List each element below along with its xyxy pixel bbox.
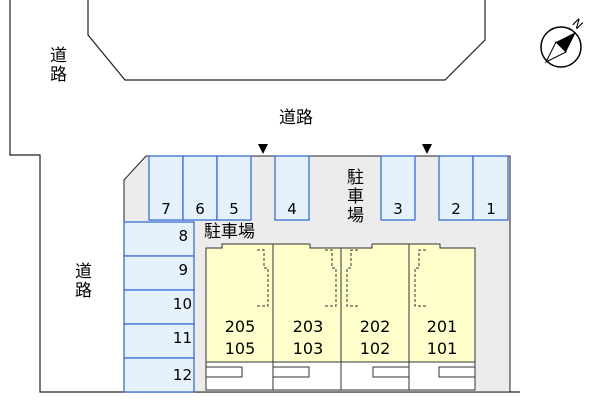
slot-number-12: 12 <box>172 366 192 384</box>
unit-lower-number: 101 <box>426 339 458 358</box>
road-label-left-lower: 道路 <box>71 262 91 300</box>
slot-number-6: 6 <box>195 200 205 218</box>
unit-upper-number: 203 <box>292 317 324 336</box>
entrance-arrow-right <box>422 144 432 154</box>
unit-lower-number: 102 <box>359 339 391 358</box>
road-label-top: 道路 <box>279 108 313 128</box>
unit-lower-number: 103 <box>292 339 324 358</box>
parking-slot-5 <box>216 155 252 221</box>
slot-number-3: 3 <box>393 200 403 218</box>
road-label-left-upper: 道路 <box>46 46 66 84</box>
parking-label-center: 駐車場 <box>343 168 363 225</box>
parking-slot-9 <box>123 255 195 291</box>
parking-slot-10 <box>123 289 195 325</box>
parking-slot-7 <box>148 155 184 221</box>
parking-label-left: 駐車場 <box>204 222 255 242</box>
unit-label-203: 203 103 <box>278 316 338 360</box>
slot-number-10: 10 <box>172 295 192 313</box>
slot-number-5: 5 <box>229 200 239 218</box>
entrance-arrow-left <box>258 144 268 154</box>
slot-number-11: 11 <box>172 329 192 347</box>
unit-202 <box>340 243 410 391</box>
unit-upper-number: 201 <box>426 317 458 336</box>
slot-number-7: 7 <box>161 200 171 218</box>
parking-slot-12 <box>123 357 195 393</box>
parking-slot-4 <box>274 155 310 221</box>
parking-slot-1 <box>472 155 509 221</box>
unit-label-205: 205 105 <box>210 316 270 360</box>
slot-number-1: 1 <box>486 200 496 218</box>
unit-lower-number: 105 <box>224 339 256 358</box>
parking-slot-3 <box>380 155 416 221</box>
parking-slot-2 <box>438 155 474 221</box>
unit-205 <box>205 243 274 391</box>
unit-upper-number: 202 <box>359 317 391 336</box>
unit-label-201: 201 101 <box>412 316 472 360</box>
neighbor-plot-outline <box>87 0 486 81</box>
left-parking-slots <box>123 221 195 393</box>
unit-201 <box>408 243 476 391</box>
compass-north-icon <box>540 26 582 68</box>
parking-slot-8 <box>123 221 195 257</box>
slot-number-8: 8 <box>178 227 188 245</box>
building <box>205 243 476 391</box>
slot-number-4: 4 <box>287 200 297 218</box>
slot-number-2: 2 <box>451 200 461 218</box>
unit-upper-number: 205 <box>224 317 256 336</box>
unit-label-202: 202 102 <box>345 316 405 360</box>
slot-number-9: 9 <box>178 261 188 279</box>
top-parking-slots <box>148 155 509 221</box>
